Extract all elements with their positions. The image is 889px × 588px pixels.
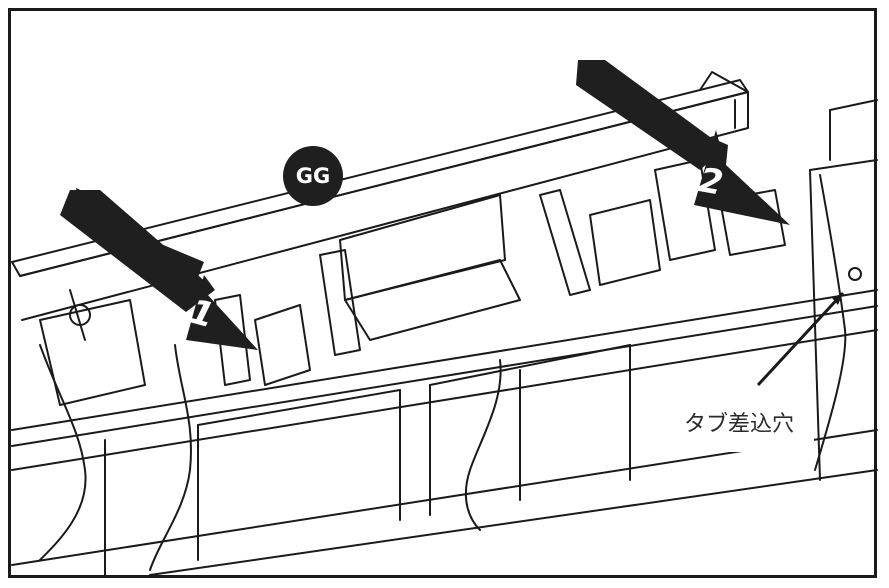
arrow-1 <box>76 188 258 350</box>
part-badge-gg: GG <box>283 146 343 206</box>
diagram-frame <box>8 8 877 578</box>
base-rail-top <box>11 289 878 431</box>
clip-center <box>319 249 361 356</box>
callout-label-box: タブ差込穴 <box>664 392 814 452</box>
badge-label: GG <box>295 164 331 188</box>
clip-1 <box>214 294 251 386</box>
callout-line <box>756 291 845 387</box>
clip-2 <box>654 159 716 261</box>
tab-slot-label: タブ差込穴 <box>683 412 794 437</box>
top-rail-face <box>19 91 749 321</box>
